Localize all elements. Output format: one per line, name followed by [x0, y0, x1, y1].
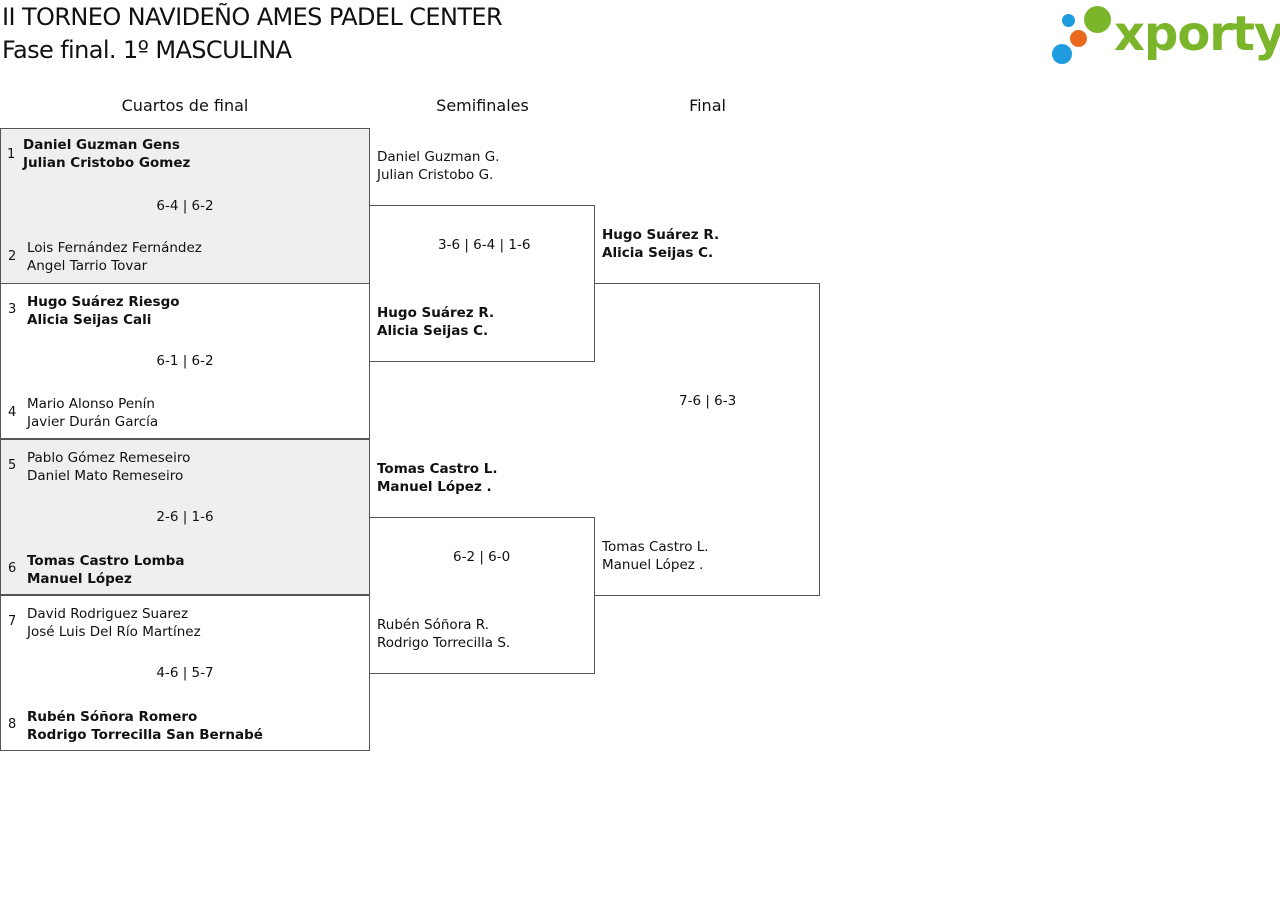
- team-bottom[interactable]: Mario Alonso Penín Javier Durán García: [27, 395, 158, 431]
- logo-dot-blue-small: [1062, 14, 1075, 27]
- player-name: José Luis Del Río Martínez: [27, 624, 201, 640]
- final-match-connector: [595, 283, 820, 596]
- player-name: Alicia Seijas C.: [602, 245, 714, 261]
- semifinal-2-team-bottom[interactable]: Rubén Sóñora R. Rodrigo Torrecilla S.: [377, 616, 510, 652]
- player-name: Alicia Seijas Cali: [27, 312, 152, 328]
- player-name: Daniel Guzman G.: [377, 149, 500, 165]
- team-bottom[interactable]: Rubén Sóñora Romero Rodrigo Torrecilla S…: [27, 708, 263, 744]
- team-top[interactable]: Pablo Gómez Remeseiro Daniel Mato Remese…: [27, 449, 190, 485]
- team-top[interactable]: David Rodriguez Suarez José Luis Del Río…: [27, 605, 201, 641]
- player-name: Hugo Suárez Riesgo: [27, 294, 180, 310]
- semifinal-match-1-connector: [370, 205, 595, 362]
- player-name: Tomas Castro Lomba: [27, 553, 185, 569]
- player-name: Hugo Suárez R.: [377, 305, 495, 321]
- team-top[interactable]: Hugo Suárez Riesgo Alicia Seijas Cali: [27, 293, 180, 329]
- player-name: Manuel López .: [602, 557, 704, 573]
- player-name: Tomas Castro L.: [602, 539, 709, 555]
- seed-number: 1: [7, 147, 16, 162]
- team-top[interactable]: Daniel Guzman Gens Julian Cristobo Gomez: [23, 136, 190, 172]
- seed-number: 5: [8, 458, 17, 473]
- player-name: Alicia Seijas C.: [377, 323, 489, 339]
- player-name: Pablo Gómez Remeseiro: [27, 450, 191, 466]
- column-header-quarterfinals: Cuartos de final: [121, 96, 249, 115]
- semifinal-2-team-top[interactable]: Tomas Castro L. Manuel López .: [377, 460, 497, 496]
- player-name: Mario Alonso Penín: [27, 396, 155, 412]
- quarterfinal-match-1[interactable]: 1 Daniel Guzman Gens Julian Cristobo Gom…: [0, 128, 370, 284]
- seed-number: 3: [8, 302, 17, 317]
- seed-number: 2: [8, 249, 17, 264]
- semifinal-1-score: 3-6 | 6-4 | 1-6: [438, 237, 531, 253]
- player-name: Daniel Guzman Gens: [23, 137, 180, 153]
- player-name: David Rodriguez Suarez: [27, 606, 189, 622]
- player-name: Rodrigo Torrecilla San Bernabé: [27, 727, 263, 743]
- player-name: Rubén Sóñora R.: [377, 617, 490, 633]
- match-score: 2-6 | 1-6: [156, 509, 214, 525]
- player-name: Julian Cristobo G.: [377, 167, 494, 183]
- match-score: 6-1 | 6-2: [156, 353, 214, 369]
- semifinal-1-team-top[interactable]: Daniel Guzman G. Julian Cristobo G.: [377, 148, 499, 184]
- quarterfinal-match-3[interactable]: 5 Pablo Gómez Remeseiro Daniel Mato Reme…: [0, 439, 370, 595]
- semifinal-2-score: 6-2 | 6-0: [453, 549, 511, 565]
- team-bottom[interactable]: Tomas Castro Lomba Manuel López: [27, 552, 184, 588]
- player-name: Angel Tarrio Tovar: [27, 258, 148, 274]
- logo-wordmark: xporty: [1114, 6, 1280, 62]
- player-name: Rodrigo Torrecilla S.: [377, 635, 511, 651]
- player-name: Julian Cristobo Gomez: [23, 155, 191, 171]
- player-name: Tomas Castro L.: [377, 461, 498, 477]
- player-name: Manuel López: [27, 571, 132, 587]
- column-header-semifinals: Semifinales: [436, 96, 529, 115]
- quarterfinal-match-2[interactable]: 3 Hugo Suárez Riesgo Alicia Seijas Cali …: [0, 283, 370, 439]
- seed-number: 4: [8, 405, 17, 420]
- final-team-top[interactable]: Hugo Suárez R. Alicia Seijas C.: [602, 226, 719, 262]
- match-score: 4-6 | 5-7: [156, 665, 214, 681]
- final-score: 7-6 | 6-3: [679, 393, 737, 409]
- tournament-subtitle: Fase final. 1º MASCULINA: [2, 36, 292, 64]
- player-name: Rubén Sóñora Romero: [27, 709, 198, 725]
- logo-dot-green: [1084, 6, 1111, 33]
- player-name: Daniel Mato Remeseiro: [27, 468, 184, 484]
- xporty-logo[interactable]: xporty: [1050, 4, 1280, 68]
- column-header-final: Final: [689, 96, 726, 115]
- quarterfinal-match-4[interactable]: 7 David Rodriguez Suarez José Luis Del R…: [0, 595, 370, 751]
- player-name: Javier Durán García: [27, 414, 159, 430]
- match-score: 6-4 | 6-2: [156, 198, 214, 214]
- tournament-title: II TORNEO NAVIDEÑO AMES PADEL CENTER: [2, 3, 503, 31]
- semifinal-match-2-connector: [370, 517, 595, 674]
- logo-dot-blue-large: [1052, 44, 1072, 64]
- player-name: Manuel López .: [377, 479, 492, 495]
- seed-number: 7: [8, 614, 17, 629]
- seed-number: 8: [8, 717, 17, 732]
- semifinal-1-team-bottom[interactable]: Hugo Suárez R. Alicia Seijas C.: [377, 304, 494, 340]
- team-bottom[interactable]: Lois Fernández Fernández Angel Tarrio To…: [27, 239, 202, 275]
- final-team-bottom[interactable]: Tomas Castro L. Manuel López .: [602, 538, 709, 574]
- logo-dot-orange: [1070, 30, 1087, 47]
- player-name: Hugo Suárez R.: [602, 227, 720, 243]
- player-name: Lois Fernández Fernández: [27, 240, 202, 256]
- seed-number: 6: [8, 561, 17, 576]
